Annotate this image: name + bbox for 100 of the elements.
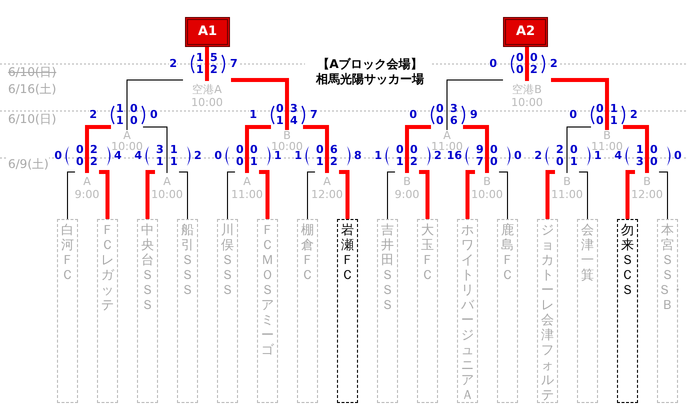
score: 3 <box>156 144 164 156</box>
bracket-line <box>566 126 592 174</box>
score: 7 <box>230 58 238 70</box>
score: 0 <box>396 144 404 156</box>
score: 1 <box>570 156 578 168</box>
score: 1 <box>116 115 124 127</box>
score: 2 <box>630 109 638 121</box>
score: 0 <box>316 144 324 156</box>
score: 0 <box>556 156 564 168</box>
bracket-line <box>259 170 270 219</box>
score: 2 <box>534 150 542 162</box>
score: 2 <box>210 64 218 76</box>
team-box: ＦＣＭＯＳアミーゴ <box>257 219 278 403</box>
score: 6 <box>450 115 458 127</box>
bracket-line <box>307 172 316 220</box>
match-info: B 9:00 <box>391 173 423 203</box>
score: 0 <box>516 64 524 76</box>
team-box: 大玉ＦＣ <box>417 219 438 403</box>
date-label: 6/10(日) <box>8 65 56 79</box>
team-box: 吉井田ＳＳＳ <box>377 219 398 403</box>
score: 0 <box>490 144 498 156</box>
score: 0 <box>650 156 658 168</box>
match-info: B 11:00 <box>591 130 623 152</box>
score: 8 <box>354 150 362 162</box>
score: 1 <box>610 115 618 127</box>
score: 0 <box>276 103 284 115</box>
bracket-line <box>546 170 555 219</box>
group-box: A1 <box>185 17 230 47</box>
score: 0 <box>674 150 682 162</box>
score: 4 <box>290 115 298 127</box>
bracket-line <box>463 125 489 173</box>
team-box: ホワイトリバージュニアＡ <box>457 219 478 403</box>
score: 1 <box>170 144 178 156</box>
team-box: 白河ＦＣ <box>57 219 78 403</box>
bracket-line <box>419 170 430 219</box>
score: 1 <box>316 156 324 168</box>
title: 【Aブロック会場】相馬光陽サッカー場 <box>313 57 427 87</box>
bracket-line <box>205 47 209 81</box>
bracket-line <box>67 172 76 220</box>
score: 0 <box>409 109 417 121</box>
score: 2 <box>530 64 538 76</box>
score: 0 <box>250 144 258 156</box>
score: 2 <box>434 150 442 162</box>
score: 1 <box>170 156 178 168</box>
score: 0 <box>596 115 604 127</box>
score: 0 <box>150 109 158 121</box>
match-info: A 10:00 <box>111 130 143 152</box>
score: 0 <box>530 52 538 64</box>
score: 2 <box>169 58 177 70</box>
team-box: 川俣ＳＳＳ <box>217 219 238 403</box>
group-box: A2 <box>503 17 548 47</box>
match-info: A 12:00 <box>311 173 343 203</box>
score: 1 <box>374 150 382 162</box>
score: 0 <box>130 103 138 115</box>
score: 1 <box>594 150 602 162</box>
score: 5 <box>210 52 218 64</box>
match-info: 空港A 10:00 <box>183 81 231 117</box>
bracket-line <box>142 126 168 174</box>
date-label: 6/10(日) <box>8 112 56 126</box>
bracket-line <box>303 125 329 173</box>
score: 1 <box>396 156 404 168</box>
team-box: ＦＣレガッテ <box>97 219 118 403</box>
bracket-line <box>498 172 508 220</box>
score: 0 <box>514 150 522 162</box>
bracket-line <box>387 172 396 220</box>
score: 0 <box>214 150 222 162</box>
score: 2 <box>550 58 558 70</box>
match-info: B 10:00 <box>471 173 503 203</box>
score: 2 <box>90 144 98 156</box>
score: 3 <box>290 103 298 115</box>
score: 0 <box>569 109 577 121</box>
bracket-line <box>85 125 111 173</box>
score: 1 <box>636 144 644 156</box>
team-box: 会津一箕 <box>577 219 598 403</box>
date-label: 6/9(土) <box>8 157 49 171</box>
bracket-line <box>446 80 504 130</box>
bracket-line <box>231 78 289 130</box>
score: 0 <box>76 144 84 156</box>
score: 4 <box>134 150 142 162</box>
bracket-line <box>466 170 475 219</box>
score: 1 <box>156 156 164 168</box>
bracket-line <box>339 170 350 219</box>
score: 1 <box>116 103 124 115</box>
score: 9 <box>470 109 478 121</box>
score: 2 <box>89 109 97 121</box>
score: 1 <box>250 156 258 168</box>
score: 2 <box>556 144 564 156</box>
score: 7 <box>476 156 484 168</box>
bracket-line <box>245 125 271 173</box>
score: 4 <box>114 150 122 162</box>
score: 6 <box>330 144 338 156</box>
score: 1 <box>610 103 618 115</box>
bracket-line <box>658 172 668 220</box>
score: 0 <box>130 115 138 127</box>
score: 0 <box>516 52 524 64</box>
score: 1 <box>294 150 302 162</box>
score: 2 <box>410 156 418 168</box>
match-info: A 11:00 <box>431 130 463 152</box>
match-info: A 11:00 <box>231 173 263 203</box>
score: 1 <box>249 109 257 121</box>
